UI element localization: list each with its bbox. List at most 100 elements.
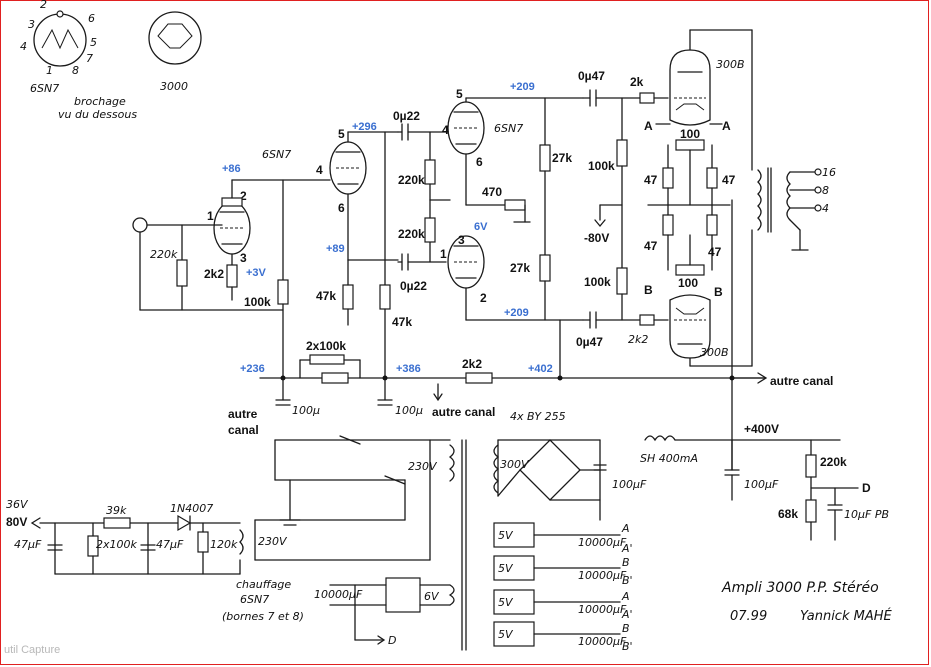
resistor-27k-b [539, 254, 551, 282]
label-47k-b: 47k [392, 315, 412, 329]
label-47-b: 47 [722, 173, 736, 187]
label-2x100k: 2x100k [306, 339, 346, 353]
heater-6sn7 [329, 577, 455, 645]
label-100k-a: 100k [244, 295, 271, 309]
label-1n4007: 1N4007 [170, 502, 213, 515]
label-6v-heater: 6V [424, 590, 440, 603]
supply-letter-b-prime-2: B' [622, 640, 633, 653]
label-10000u-heater: 10000µF [314, 588, 363, 601]
label-47-c: 47 [644, 239, 658, 253]
pinout-3000-title: 3000 [160, 80, 188, 93]
heater-caption-2: 6SN7 [240, 593, 269, 606]
label-80v: 80V [6, 515, 27, 529]
pin-number-4: 4 [316, 163, 323, 177]
resistor-100k-c [616, 267, 628, 295]
label-diodes: 4x BY 255 [510, 410, 566, 423]
pin-number-1b: 1 [440, 247, 447, 261]
label-0u47-b: 0µ47 [576, 335, 603, 349]
resistor-100-a [675, 139, 705, 151]
tube-6sn7-phase-upper [447, 101, 485, 155]
tube-300b-upper [669, 49, 711, 126]
label-120k: 120k [210, 538, 238, 551]
pinout-6sn7: 2 3 6 5 4 1 8 7 6SN7 [20, 0, 97, 95]
label-230v-a: 230V [408, 460, 438, 473]
supply-letter-b-2: B [622, 622, 630, 635]
label-10000u-c: 10000µF [578, 603, 627, 616]
node-a-left: A [644, 119, 653, 133]
resistor-2x100k [321, 372, 349, 384]
pin-label-1: 1 [46, 64, 53, 77]
resistor-220k-a [424, 159, 436, 185]
title-date: 07.99 [730, 609, 767, 624]
voltage-plus3: +3V [246, 267, 267, 279]
resistor-100k-a [277, 279, 289, 305]
pin-label-8: 8 [72, 64, 79, 77]
resistor-47-c [662, 214, 674, 236]
anode-resistor-stage1 [221, 197, 243, 207]
label-choke: SH 400mA [640, 452, 698, 465]
pin-number-1: 1 [207, 209, 214, 223]
label-100u-a: 100µ [292, 404, 320, 417]
bridge-rectifier [519, 439, 581, 501]
heater-supplies [493, 522, 621, 647]
label-other-channel-left-1: autre [228, 407, 258, 421]
supply-letter-a-prime-2: A' [621, 608, 633, 621]
tube2-type-label: 6SN7 [494, 122, 523, 135]
label-2k2: 2k2 [204, 267, 224, 281]
label-10u: 10µF PB [844, 508, 889, 521]
pinout-note-line1: brochage [74, 95, 126, 108]
label-100-a: 100 [680, 127, 700, 141]
label-5v-d: 5V [498, 628, 514, 641]
label-0u47-a: 0µ47 [578, 69, 605, 83]
label-100u-b: 100µ [395, 404, 423, 417]
resistor-220k-b [424, 217, 436, 243]
node-d-heater: D [388, 634, 396, 647]
resistor-27k-a [539, 144, 551, 172]
voltage-minus80: -80V [584, 231, 609, 245]
mains-switch-block [274, 435, 467, 651]
ht-secondary [493, 439, 500, 497]
voltage-plus209-a: +209 [510, 81, 535, 93]
voltage-plus86: +86 [222, 163, 241, 175]
pin-number-2: 2 [240, 189, 247, 203]
input-jack [132, 217, 223, 311]
label-68k: 68k [778, 507, 798, 521]
resistor-100-b [675, 264, 705, 276]
resistor-100k-b [616, 139, 628, 167]
resistor-47-a [662, 167, 674, 189]
label-2k2-b: 2k2 [628, 333, 648, 346]
pin-label-2: 2 [40, 0, 47, 11]
tube-300b-upper-label: 300B [716, 58, 745, 71]
label-230v-b: 230V [258, 535, 288, 548]
resistor-68k [805, 499, 817, 523]
label-2x100k-b: 2x100k [96, 538, 138, 551]
label-47u-a: 47µF [14, 538, 42, 551]
pin-number-3: 3 [240, 251, 247, 265]
resistor-220k-input [176, 259, 188, 287]
pin-number-2b: 2 [480, 291, 487, 305]
pin-label-4: 4 [20, 40, 27, 53]
resistor-47k-a [342, 284, 354, 310]
node-b-right: B [714, 285, 723, 299]
label-other-channel-right: autre canal [770, 374, 833, 388]
label-220k-b: 220k [398, 227, 425, 241]
pin-number-6b: 6 [476, 155, 483, 169]
label-5v-b: 5V [498, 562, 514, 575]
pin-number-3b: 3 [458, 233, 465, 247]
label-10000u-d: 10000µF [578, 635, 627, 648]
label-220k-c: 220k [820, 455, 847, 469]
supply-letter-b-prime: B' [622, 574, 633, 587]
label-220k-input: 220k [150, 248, 178, 261]
tube-300b-lower [669, 294, 711, 359]
resistor-47-b [706, 167, 718, 189]
label-39k: 39k [106, 504, 127, 517]
supply-letter-a: A [621, 522, 630, 535]
voltage-plus386: +386 [396, 363, 421, 375]
speaker-tap-16: 16 [822, 166, 836, 179]
resistor-2x100k-parallel [309, 354, 345, 365]
label-27k-a: 27k [552, 151, 572, 165]
label-47-d: 47 [708, 245, 722, 259]
speaker-tap-4: 4 [822, 202, 829, 215]
